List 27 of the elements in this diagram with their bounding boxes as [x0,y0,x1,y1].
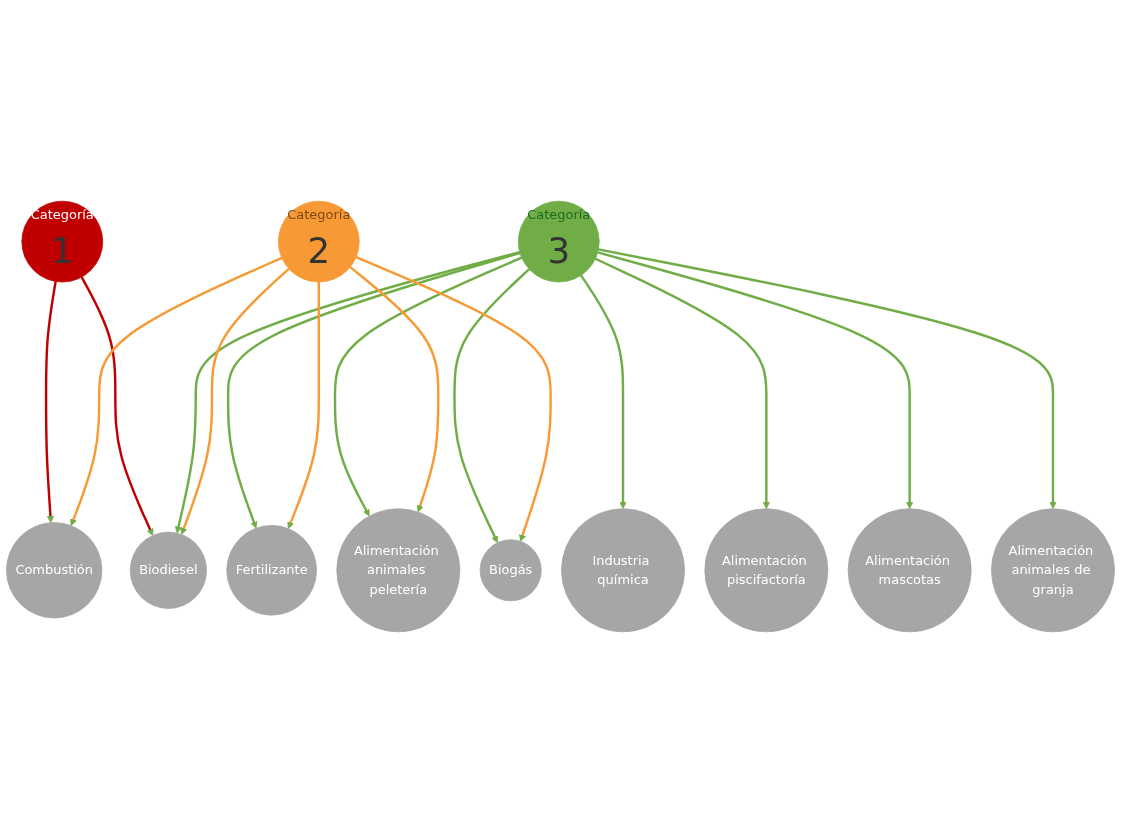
arrow [44,281,57,524]
node-circle: Alimentación animales peletería [336,508,461,633]
arrow [70,256,283,527]
arrow [180,267,290,535]
arrow [594,257,770,510]
arrow [355,256,552,542]
node-circle: Categoría 1 [21,200,104,283]
arrow [598,248,1057,510]
arrow [349,266,440,513]
node-circle: Biogás [479,539,542,602]
node-circle: Biodiesel [129,531,207,609]
node-circle: Combustión [6,522,103,619]
node-circle: Alimentación piscifactoría [704,508,829,633]
arrow [580,274,627,510]
arrow [333,256,523,517]
node-circle: Categoría 3 [517,200,600,283]
arrow [226,251,521,529]
node-circle: Alimentación mascotas [847,508,972,633]
node-circle: Fertilizante [226,525,317,616]
arrow [597,251,914,510]
arrow [453,268,530,543]
arrow [175,250,520,534]
arrow [287,282,321,529]
node-circle: Categoría 2 [277,200,360,283]
node-circle: Industria química [561,508,685,633]
arrow [80,276,154,536]
node-circle: Alimentación animales de granja [991,508,1115,633]
